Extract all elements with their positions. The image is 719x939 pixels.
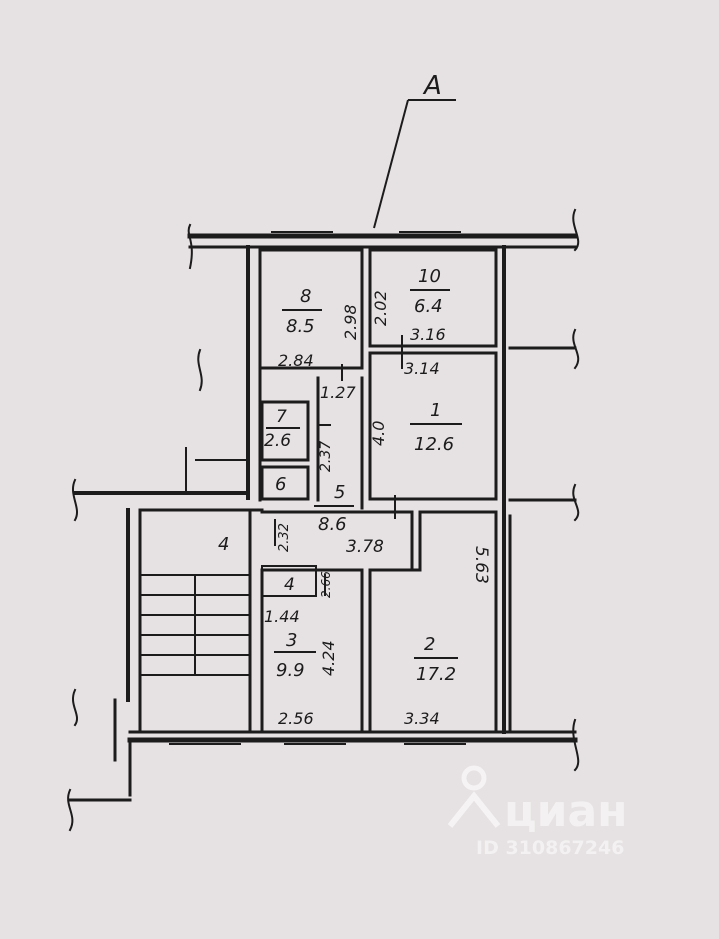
room-4-small-number: 4 [284,575,295,595]
dimension-label: 2.98 [341,304,360,340]
dimension-label: 3.16 [410,325,446,344]
room-7-number: 7 [276,407,287,427]
room-6-number: 6 [275,474,286,495]
room-8-label: 8 8.5 [282,286,322,337]
room-2-label: 2 17.2 [414,634,458,685]
dimension-label: 4.24 [319,640,338,676]
room-10-label: 10 6.4 [410,266,450,317]
room-2-area: 17.2 [416,664,456,685]
dimension-label: 3.78 [346,537,384,557]
watermark: циан ID 310867246 [447,765,628,859]
room-10-number: 10 [418,266,441,287]
dimension-label: 2.37 [318,441,334,472]
room-8-number: 8 [300,286,311,307]
dimension-label: 2.66 [319,571,333,598]
section-letter: A [422,71,442,101]
dimension-label: 3.34 [404,709,440,728]
room-3-area: 9.9 [276,660,305,681]
dimension-label: 1.27 [320,383,356,402]
room-10-area: 6.4 [414,296,443,317]
room-3-number: 3 [286,630,297,651]
watermark-brand: циан [504,786,628,837]
location-pin-icon [447,765,501,828]
room-5-area: 8.6 [318,514,347,535]
room-5-number: 5 [334,482,345,503]
dimension-label: 1.44 [264,607,300,626]
dimension-label: 2.84 [278,351,314,370]
section-marker: A [373,71,456,229]
room-1-label: 1 12.6 [410,400,462,455]
room-3-label: 3 9.9 [274,630,316,681]
dimension-label: 4.0 [369,421,388,446]
dimension-labels: 2.98 2.02 3.16 2.84 3.14 1.27 4.0 2.37 3… [264,290,491,728]
room-5-label: 5 8.6 [314,482,354,535]
room-7-label: 7 2.6 [264,407,300,451]
room-8-area: 8.5 [286,316,315,337]
dimension-label: 5.63 [471,546,491,584]
room-2-number: 2 [424,634,435,655]
room-1-area: 12.6 [414,434,454,455]
dimension-label: 2.56 [278,709,314,728]
walls [67,208,580,832]
room-labels: 8 8.5 10 6.4 1 12.6 7 2.6 6 5 8.6 4 4 3 [218,266,462,685]
watermark-id: ID 310867246 [476,837,624,859]
room-1-number: 1 [430,400,441,421]
dimension-label: 2.32 [277,523,292,552]
dimension-label: 3.14 [404,359,440,378]
dimension-label: 2.02 [371,290,390,326]
room-4-stair-number: 4 [218,534,229,555]
room-7-area: 2.6 [264,431,291,451]
